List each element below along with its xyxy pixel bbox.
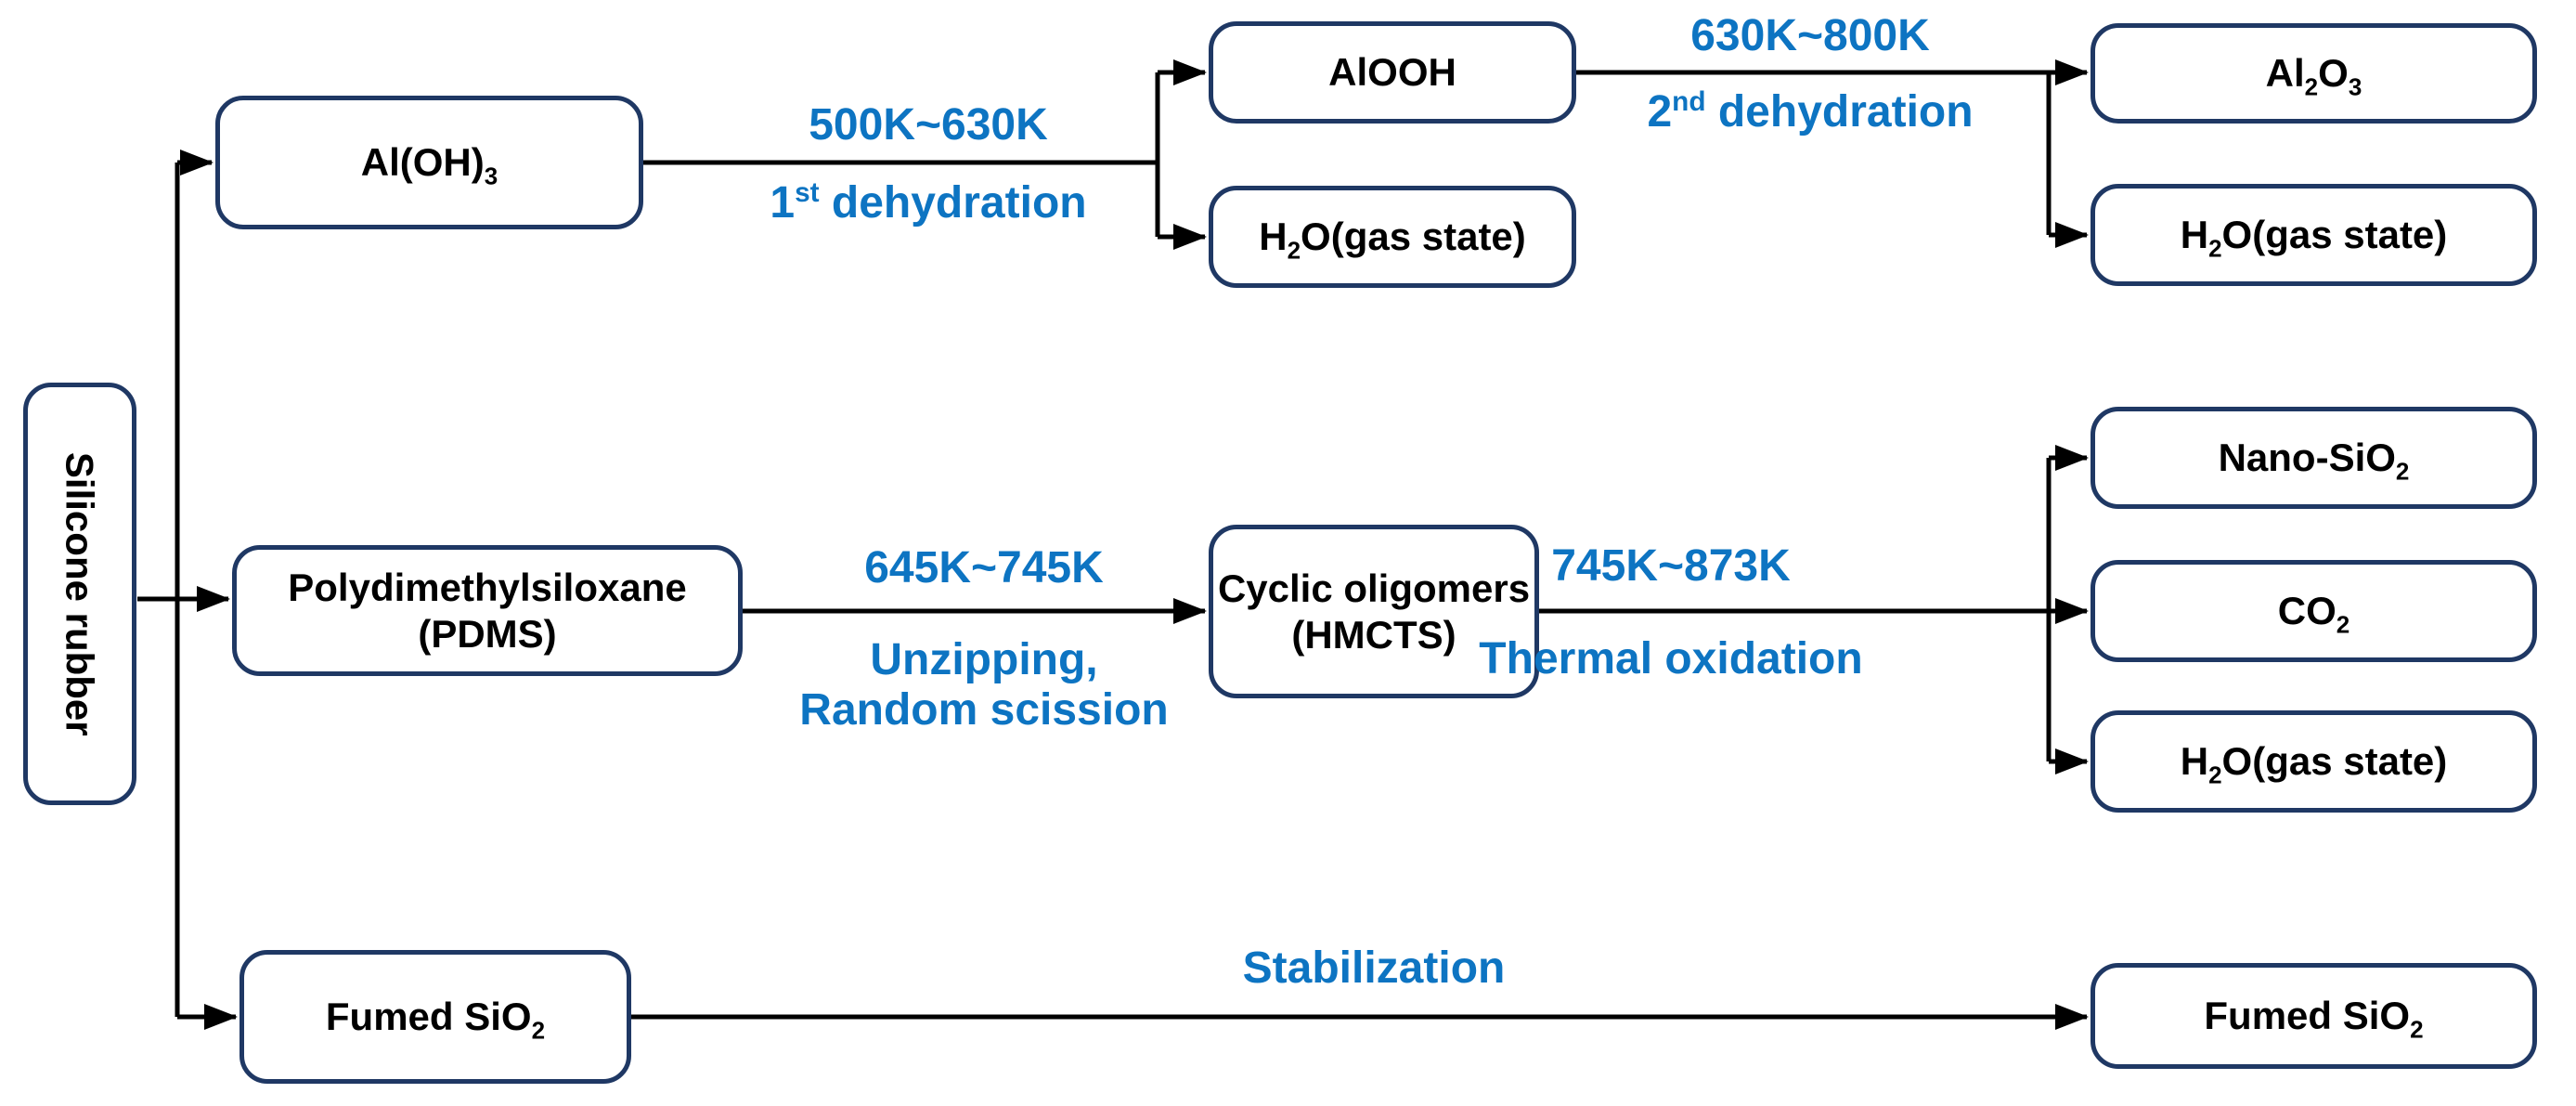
node-h2o-top-right-label: H2O(gas state) bbox=[2180, 213, 2448, 263]
node-cyclic-oligomers-label: Cyclic oligomers (HMCTS) bbox=[1217, 566, 1531, 657]
node-co2-label: CO2 bbox=[2277, 589, 2350, 639]
node-alooh-label: AlOOH bbox=[1328, 50, 1456, 95]
label-stabilization: Stabilization bbox=[1242, 943, 1506, 993]
node-cyclic-oligomers: Cyclic oligomers (HMCTS) bbox=[1209, 525, 1539, 698]
node-silicone-rubber: Silicone rubber bbox=[23, 383, 136, 805]
node-h2o-top-mid: H2O(gas state) bbox=[1209, 186, 1576, 288]
node-alooh: AlOOH bbox=[1209, 21, 1576, 124]
label-dehydration2-name: 2nd dehydration bbox=[1647, 86, 1974, 137]
node-al-oh-3: Al(OH)3 bbox=[215, 96, 643, 229]
node-nano-sio2: Nano-SiO2 bbox=[2091, 407, 2537, 509]
node-al2o3: Al2O3 bbox=[2091, 23, 2537, 124]
node-fumed-sio2-right-label: Fumed SiO2 bbox=[2204, 994, 2424, 1044]
node-al-oh-3-label: Al(OH)3 bbox=[360, 140, 498, 190]
label-dehydration1-name: 1st dehydration bbox=[770, 177, 1087, 228]
node-co2: CO2 bbox=[2091, 560, 2537, 662]
node-pdms-label: Polydimethylsiloxane (PDMS) bbox=[288, 565, 687, 656]
node-pdms: Polydimethylsiloxane (PDMS) bbox=[232, 545, 743, 676]
label-unzipping-name: Unzipping, Random scission bbox=[799, 635, 1169, 735]
node-fumed-sio2-left-label: Fumed SiO2 bbox=[325, 995, 546, 1045]
node-nano-sio2-label: Nano-SiO2 bbox=[2218, 436, 2410, 486]
node-h2o-top-right: H2O(gas state) bbox=[2091, 184, 2537, 286]
node-h2o-mid-right: H2O(gas state) bbox=[2091, 710, 2537, 813]
label-thermal-oxidation-temp: 745K~873K bbox=[1551, 541, 1791, 591]
label-unzipping-temp: 645K~745K bbox=[864, 543, 1104, 592]
node-silicone-rubber-label: Silicone rubber bbox=[58, 451, 102, 736]
node-h2o-top-mid-label: H2O(gas state) bbox=[1259, 215, 1526, 265]
label-dehydration1-temp: 500K~630K bbox=[809, 100, 1048, 150]
node-fumed-sio2-left: Fumed SiO2 bbox=[239, 950, 631, 1084]
node-fumed-sio2-right: Fumed SiO2 bbox=[2091, 963, 2537, 1069]
label-thermal-oxidation-name: Thermal oxidation bbox=[1479, 634, 1863, 683]
label-dehydration2-temp: 630K~800K bbox=[1690, 11, 1930, 60]
node-h2o-mid-right-label: H2O(gas state) bbox=[2180, 739, 2448, 789]
node-al2o3-label: Al2O3 bbox=[2265, 51, 2362, 101]
